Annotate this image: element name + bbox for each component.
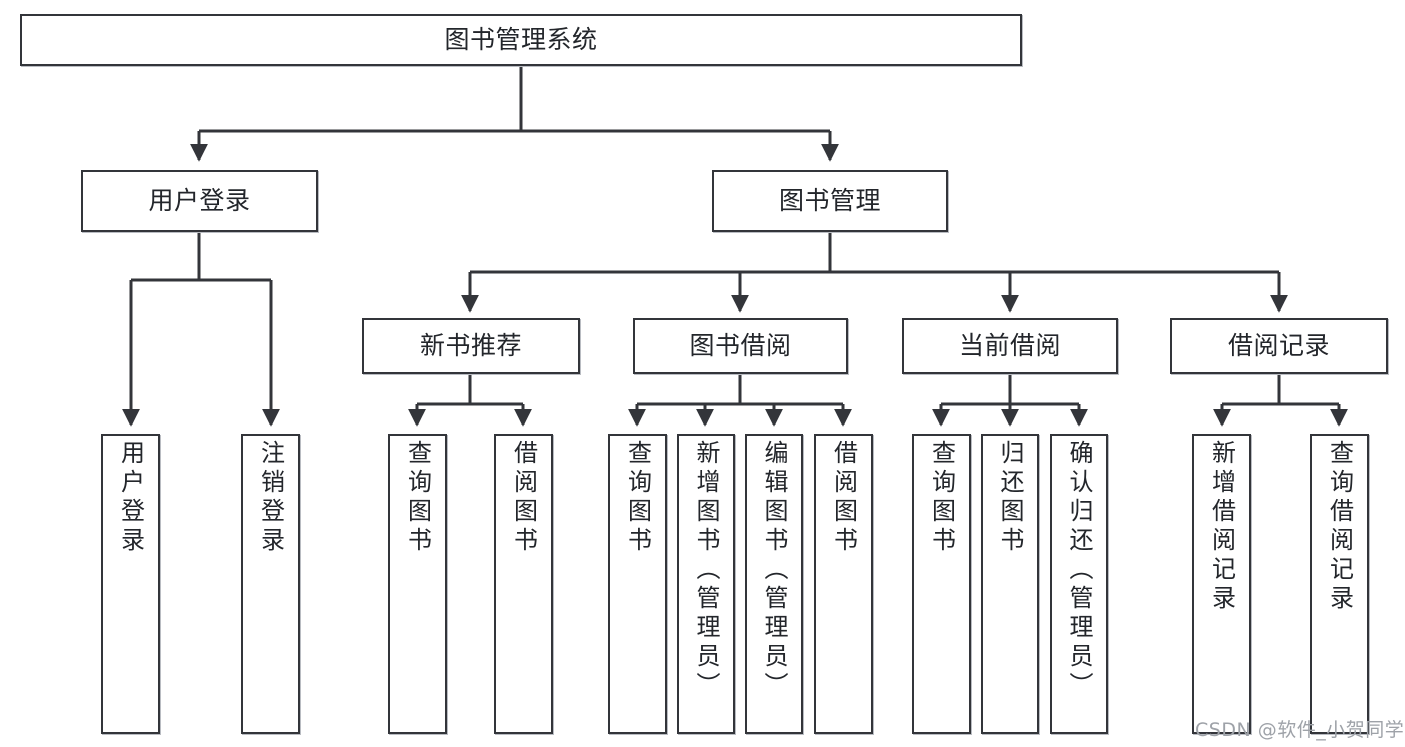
leaf-confirm-return-admin[interactable]: 确认归还（管理员） [1050,434,1108,734]
node-label: 查询图书 [403,440,432,556]
leaf-query-borrow-record[interactable]: 查询借阅记录 [1310,434,1369,734]
leaf-edit-book-admin[interactable]: 编辑图书（管理员） [745,434,803,734]
node-label: 图书管理系统 [444,25,598,54]
node-label: 借阅图书 [509,440,538,556]
node-label: 借阅记录 [1227,331,1330,360]
node-label: 用户登录 [148,186,251,215]
leaf-query-book-current[interactable]: 查询图书 [912,434,971,734]
node-label: 当前借阅 [958,331,1061,360]
node-label: 查询图书 [623,440,652,556]
node-label: 注销登录 [256,440,285,556]
node-label: 查询借阅记录 [1325,440,1354,614]
node-label: 图书管理 [778,186,881,215]
node-book-management[interactable]: 图书管理 [712,170,948,232]
node-label: 图书借阅 [689,331,792,360]
leaf-logout[interactable]: 注销登录 [241,434,300,734]
node-label: 新增借阅记录 [1207,440,1236,614]
node-book-management-system[interactable]: 图书管理系统 [20,14,1022,66]
node-label: 新增图书（管理员） [692,440,720,701]
leaf-query-book-new[interactable]: 查询图书 [388,434,447,734]
node-label: 新书推荐 [419,331,522,360]
node-label: 确认归还（管理员） [1065,440,1093,701]
node-new-book-recommend[interactable]: 新书推荐 [362,318,580,374]
leaf-add-book-admin[interactable]: 新增图书（管理员） [677,434,735,734]
node-label: 归还图书 [996,440,1024,556]
node-borrow-record[interactable]: 借阅记录 [1170,318,1388,374]
leaf-add-borrow-record[interactable]: 新增借阅记录 [1192,434,1251,734]
node-label: 查询图书 [927,440,956,556]
leaf-query-book-borrow[interactable]: 查询图书 [608,434,667,734]
leaf-user-login[interactable]: 用户登录 [101,434,160,734]
node-label: 借阅图书 [829,440,858,556]
csdn-watermark: CSDN @软件_小贺同学 [1195,719,1405,741]
node-book-borrow[interactable]: 图书借阅 [633,318,848,374]
node-current-borrow[interactable]: 当前借阅 [902,318,1118,374]
leaf-borrow-book[interactable]: 借阅图书 [814,434,873,734]
node-label: 用户登录 [116,440,145,556]
node-user-login[interactable]: 用户登录 [81,170,318,232]
leaf-borrow-book-new[interactable]: 借阅图书 [494,434,553,734]
node-label: 编辑图书（管理员） [760,440,788,701]
leaf-return-book[interactable]: 归还图书 [981,434,1039,734]
